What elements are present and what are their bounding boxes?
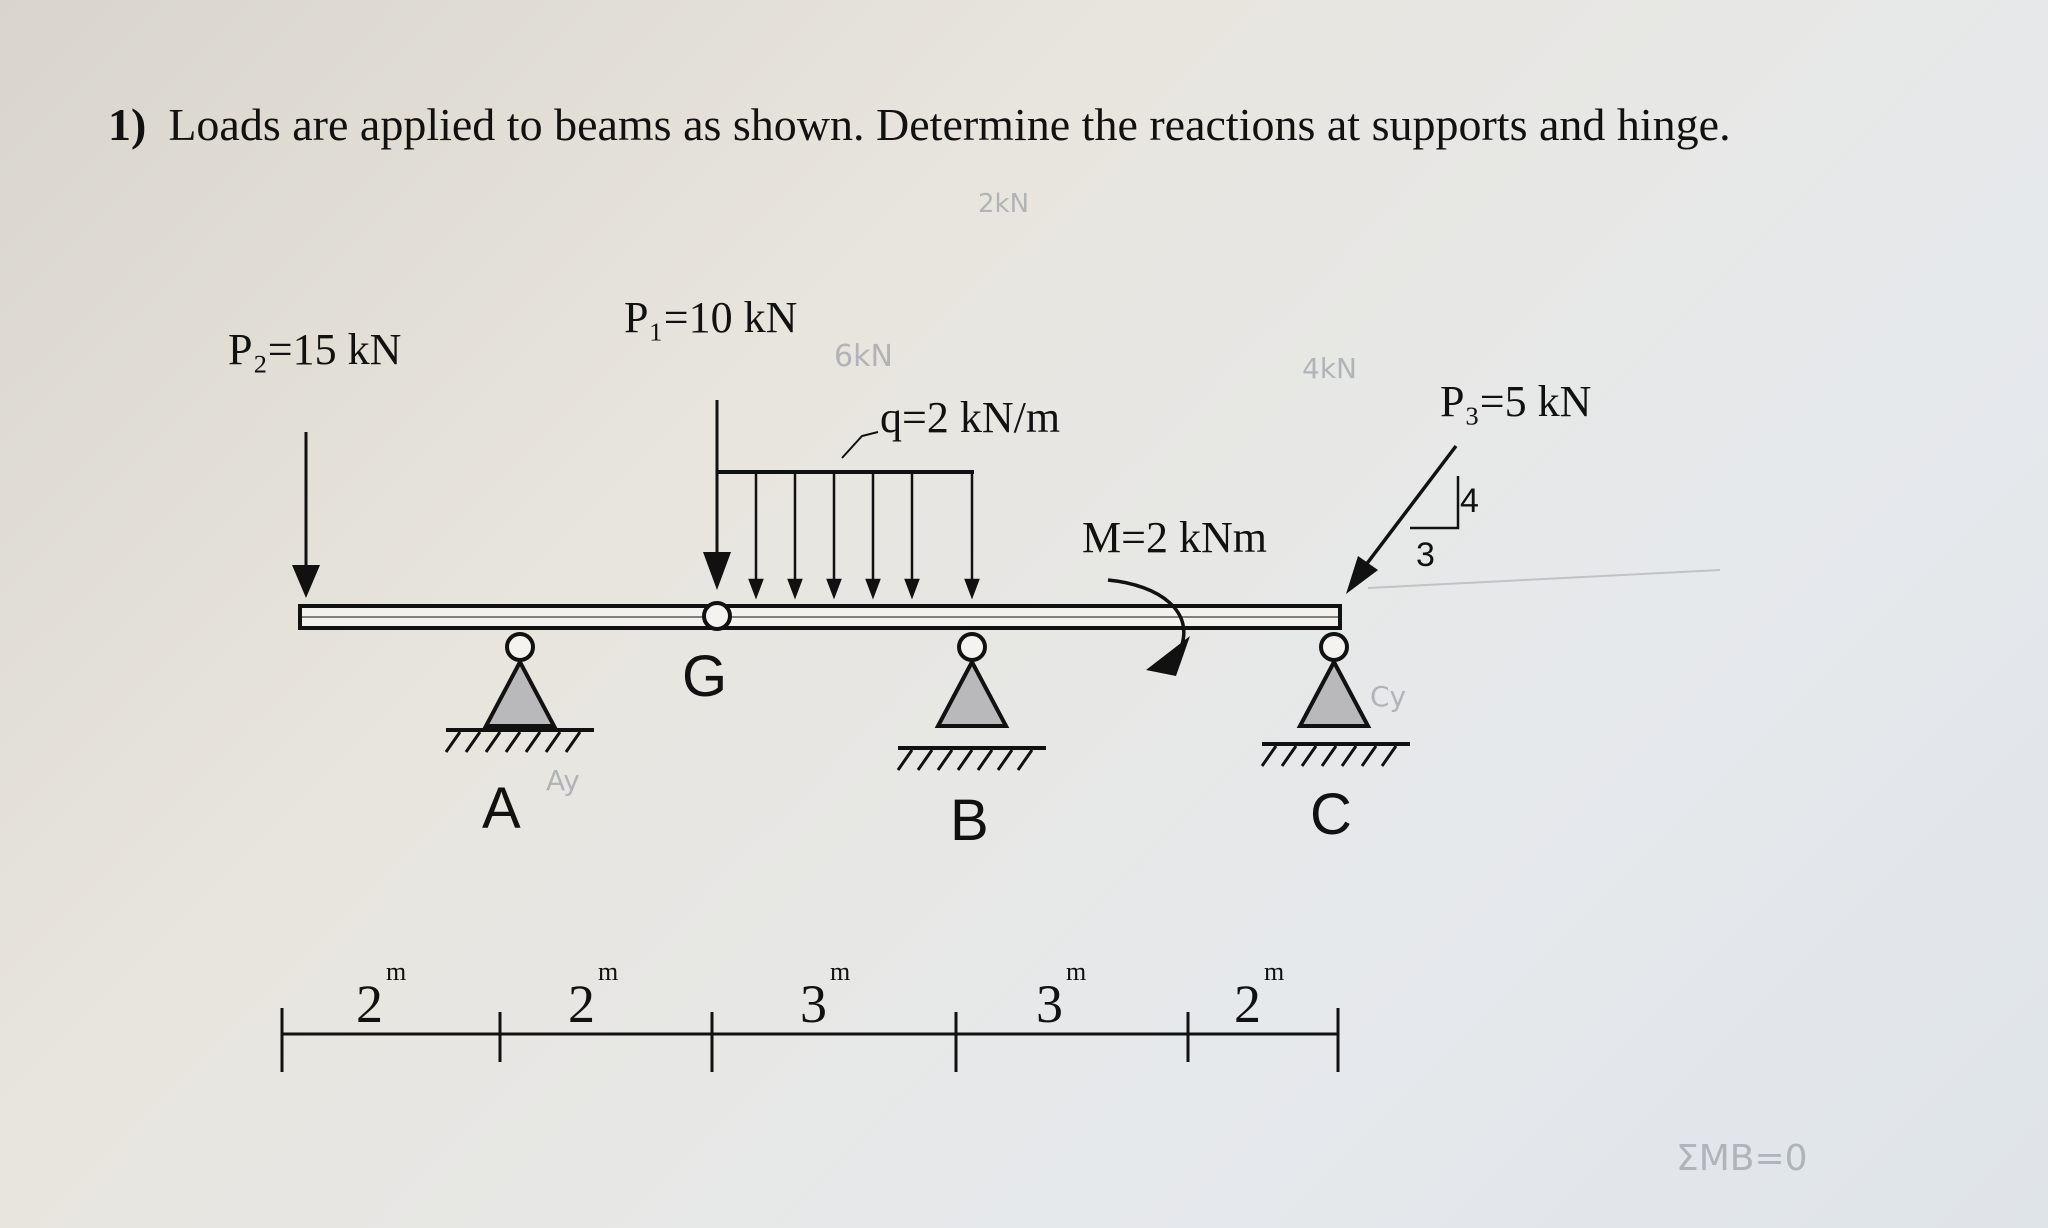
support-a-label: A xyxy=(482,776,521,841)
support-b xyxy=(896,632,1046,771)
p3-label: P₃=5 kN xyxy=(1440,377,1591,426)
p3-slope-triangle xyxy=(1410,476,1460,530)
moment-arrowhead xyxy=(1146,636,1190,676)
support-a xyxy=(444,632,594,753)
hinge-g xyxy=(702,601,732,631)
p1-label: P₁=10 kN xyxy=(624,293,797,342)
hinge-g-label: G xyxy=(682,644,727,709)
svg-text:m: m xyxy=(598,957,618,986)
q-load-arrows xyxy=(748,472,980,600)
support-c-label: C xyxy=(1310,782,1352,847)
dimension-5: 2 m xyxy=(1234,957,1284,1034)
p2-arrowhead xyxy=(292,565,320,598)
p3-arrowhead xyxy=(1346,556,1378,594)
q-label: q=2 kN/m xyxy=(880,393,1060,442)
problem-statement: 1) Loads are applied to beams as shown. D… xyxy=(108,98,1731,151)
pencil-note-2: 6kN xyxy=(834,339,893,374)
p2-label: P₂=15 kN xyxy=(228,325,401,374)
pencil-note-1: 2kN xyxy=(978,189,1029,219)
q-leader-line xyxy=(841,431,879,459)
svg-text:3: 3 xyxy=(1036,974,1063,1034)
dimension-2: 2 m xyxy=(568,957,618,1034)
svg-text:2: 2 xyxy=(568,974,595,1034)
m-label: M=2 kNm xyxy=(1082,513,1267,562)
p3-slope-run: 3 xyxy=(1416,536,1435,574)
pencil-note-4: Ay xyxy=(546,764,580,797)
pencil-note-5: Cy xyxy=(1370,680,1406,713)
pencil-note-6: ΣMB=0 xyxy=(1676,1138,1808,1179)
svg-text:2: 2 xyxy=(356,974,383,1034)
dimension-line xyxy=(280,1008,1340,1072)
pencil-note-3: 4kN xyxy=(1302,352,1357,385)
dimension-4: 3 m xyxy=(1036,957,1086,1034)
svg-text:m: m xyxy=(1066,957,1086,986)
svg-text:3: 3 xyxy=(800,974,827,1034)
svg-text:m: m xyxy=(386,957,406,986)
dimension-1: 2 m xyxy=(356,957,406,1034)
moment-arc xyxy=(1107,578,1186,651)
p3-slope-rise: 4 xyxy=(1460,482,1479,520)
svg-text:2: 2 xyxy=(1234,974,1261,1034)
support-b-label: B xyxy=(950,788,989,853)
p1-arrowhead xyxy=(703,552,731,590)
p3-arrow xyxy=(1354,444,1458,580)
support-c xyxy=(1260,632,1410,767)
svg-text:m: m xyxy=(830,957,850,986)
problem-number: 1) xyxy=(108,99,147,150)
dimension-3: 3 m xyxy=(800,957,850,1034)
svg-text:m: m xyxy=(1264,957,1284,986)
problem-text: Loads are applied to beams as shown. Det… xyxy=(168,99,1731,150)
pencil-mark-p3 xyxy=(1367,569,1721,589)
